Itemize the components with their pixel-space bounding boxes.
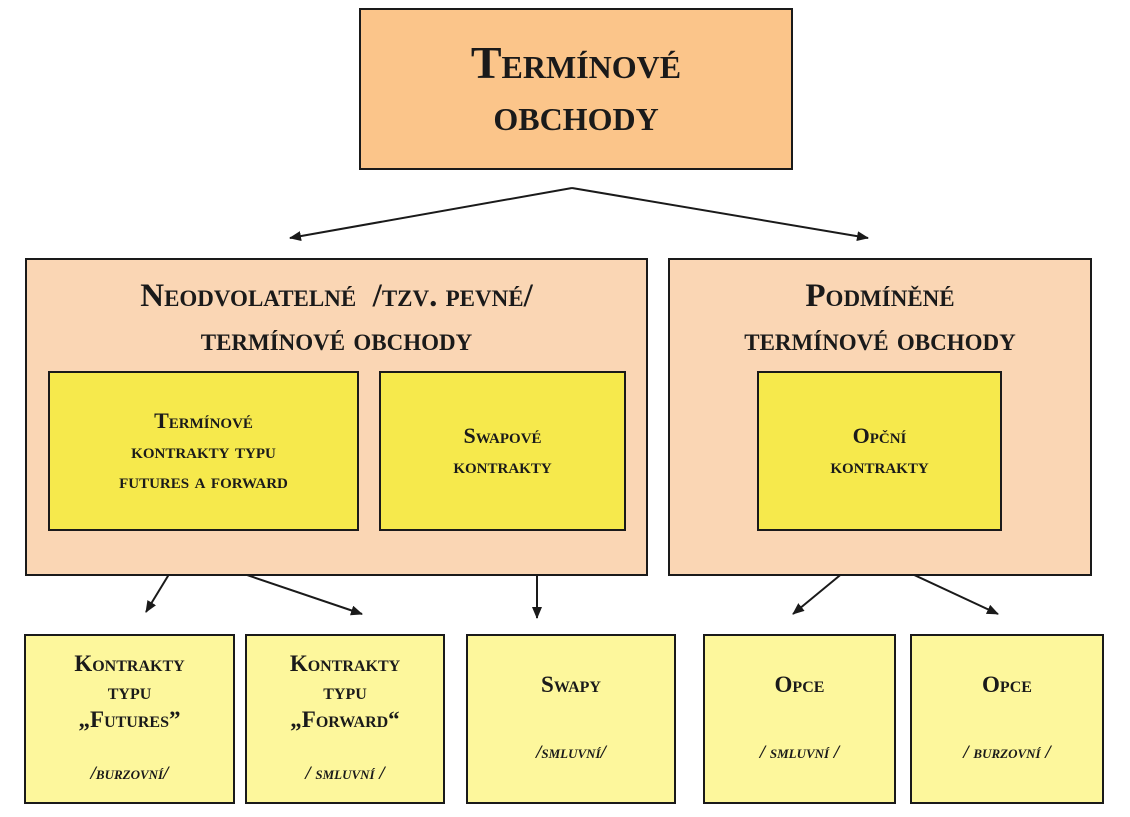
option-contracts-line-2: kontrakty: [830, 453, 929, 478]
arrow-root-to-conditional: [571, 187, 869, 242]
leaf-forward-line-2: typu: [323, 679, 367, 704]
node-futures-forward-contracts: Termínové kontrakty typu futures a forwa…: [48, 371, 359, 531]
leaf-forward-line-3: „Forward“: [290, 707, 400, 732]
leaf-opce-burzovni-line-1: Opce: [982, 672, 1032, 697]
group-fixed-title: Neodvolatelné /tzv. pevné/ termínové obc…: [140, 274, 533, 362]
leaf-futures-sub: /burzovní/: [90, 763, 169, 784]
root-line-1: Termínové: [470, 37, 682, 88]
swap-contracts-line-1: Swapové: [463, 423, 542, 448]
leaf-swapy-line-1: Swapy: [541, 672, 601, 697]
leaf-futures-line-2: typu: [107, 679, 152, 704]
futures-forward-line-1: Termínové: [154, 408, 253, 433]
leaf-forward-line-1: Kontrakty: [289, 651, 401, 676]
leaf-opce-smluvni-line-1: Opce: [774, 672, 825, 697]
swap-contracts-line-2: kontrakty: [453, 453, 552, 478]
leaf-futures-line-3: „Futures”: [78, 707, 181, 732]
arrow-root-to-fixed: [289, 187, 573, 242]
node-swap-contracts: Swapové kontrakty: [379, 371, 626, 531]
futures-forward-line-2: kontrakty typu: [131, 438, 276, 463]
leaf-swapy: Swapy /smluvní/: [466, 634, 676, 804]
group-conditional-title-line-2: termínové obchody: [744, 322, 1016, 358]
root-line-2: obchody: [493, 89, 659, 140]
group-fixed-title-line-1: Neodvolatelné /tzv. pevné/: [140, 278, 533, 314]
leaf-forward-sub: / smluvní /: [305, 763, 385, 784]
leaf-opce-smluvni: Opce / smluvní /: [703, 634, 896, 804]
group-conditional-title: Podmíněné termínové obchody: [744, 274, 1016, 362]
leaf-forward: Kontrakty typu „Forward“ / smluvní /: [245, 634, 445, 804]
option-contracts-line-1: Opční: [852, 423, 907, 448]
leaf-futures-line-1: Kontrakty: [74, 651, 185, 676]
leaf-futures: Kontrakty typu „Futures” /burzovní/: [24, 634, 235, 804]
root-node-terminove-obchody: Termínové obchody: [359, 8, 793, 170]
group-fixed-title-line-2: termínové obchody: [200, 322, 473, 358]
leaf-opce-burzovni-sub: / burzovní /: [963, 742, 1051, 763]
leaf-opce-burzovni: Opce / burzovní /: [910, 634, 1104, 804]
futures-forward-line-3: futures a forward: [119, 468, 288, 493]
leaf-opce-smluvni-sub: / smluvní /: [759, 742, 840, 763]
group-conditional-title-line-1: Podmíněné: [805, 278, 955, 314]
leaf-swapy-sub: /smluvní/: [536, 742, 606, 763]
node-option-contracts: Opční kontrakty: [757, 371, 1002, 531]
